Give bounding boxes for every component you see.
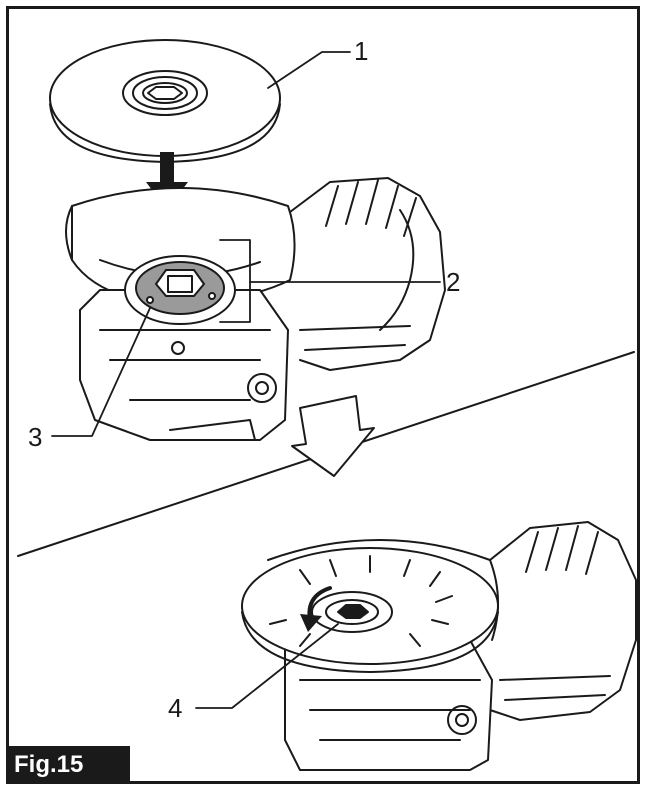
transition-arrow — [291, 395, 375, 477]
callout-4: 4 — [168, 693, 183, 723]
figure-label: Fig.15 — [6, 746, 130, 784]
callout-1: 1 — [354, 36, 369, 66]
grinding-wheel-top — [49, 39, 281, 163]
callout-3: 3 — [28, 422, 43, 452]
callout-2: 2 — [446, 267, 461, 297]
leader-lines-top — [51, 51, 441, 437]
leader-lines-bottom — [195, 623, 339, 709]
grinder-bottom — [241, 521, 637, 771]
grinder-top — [65, 177, 446, 441]
